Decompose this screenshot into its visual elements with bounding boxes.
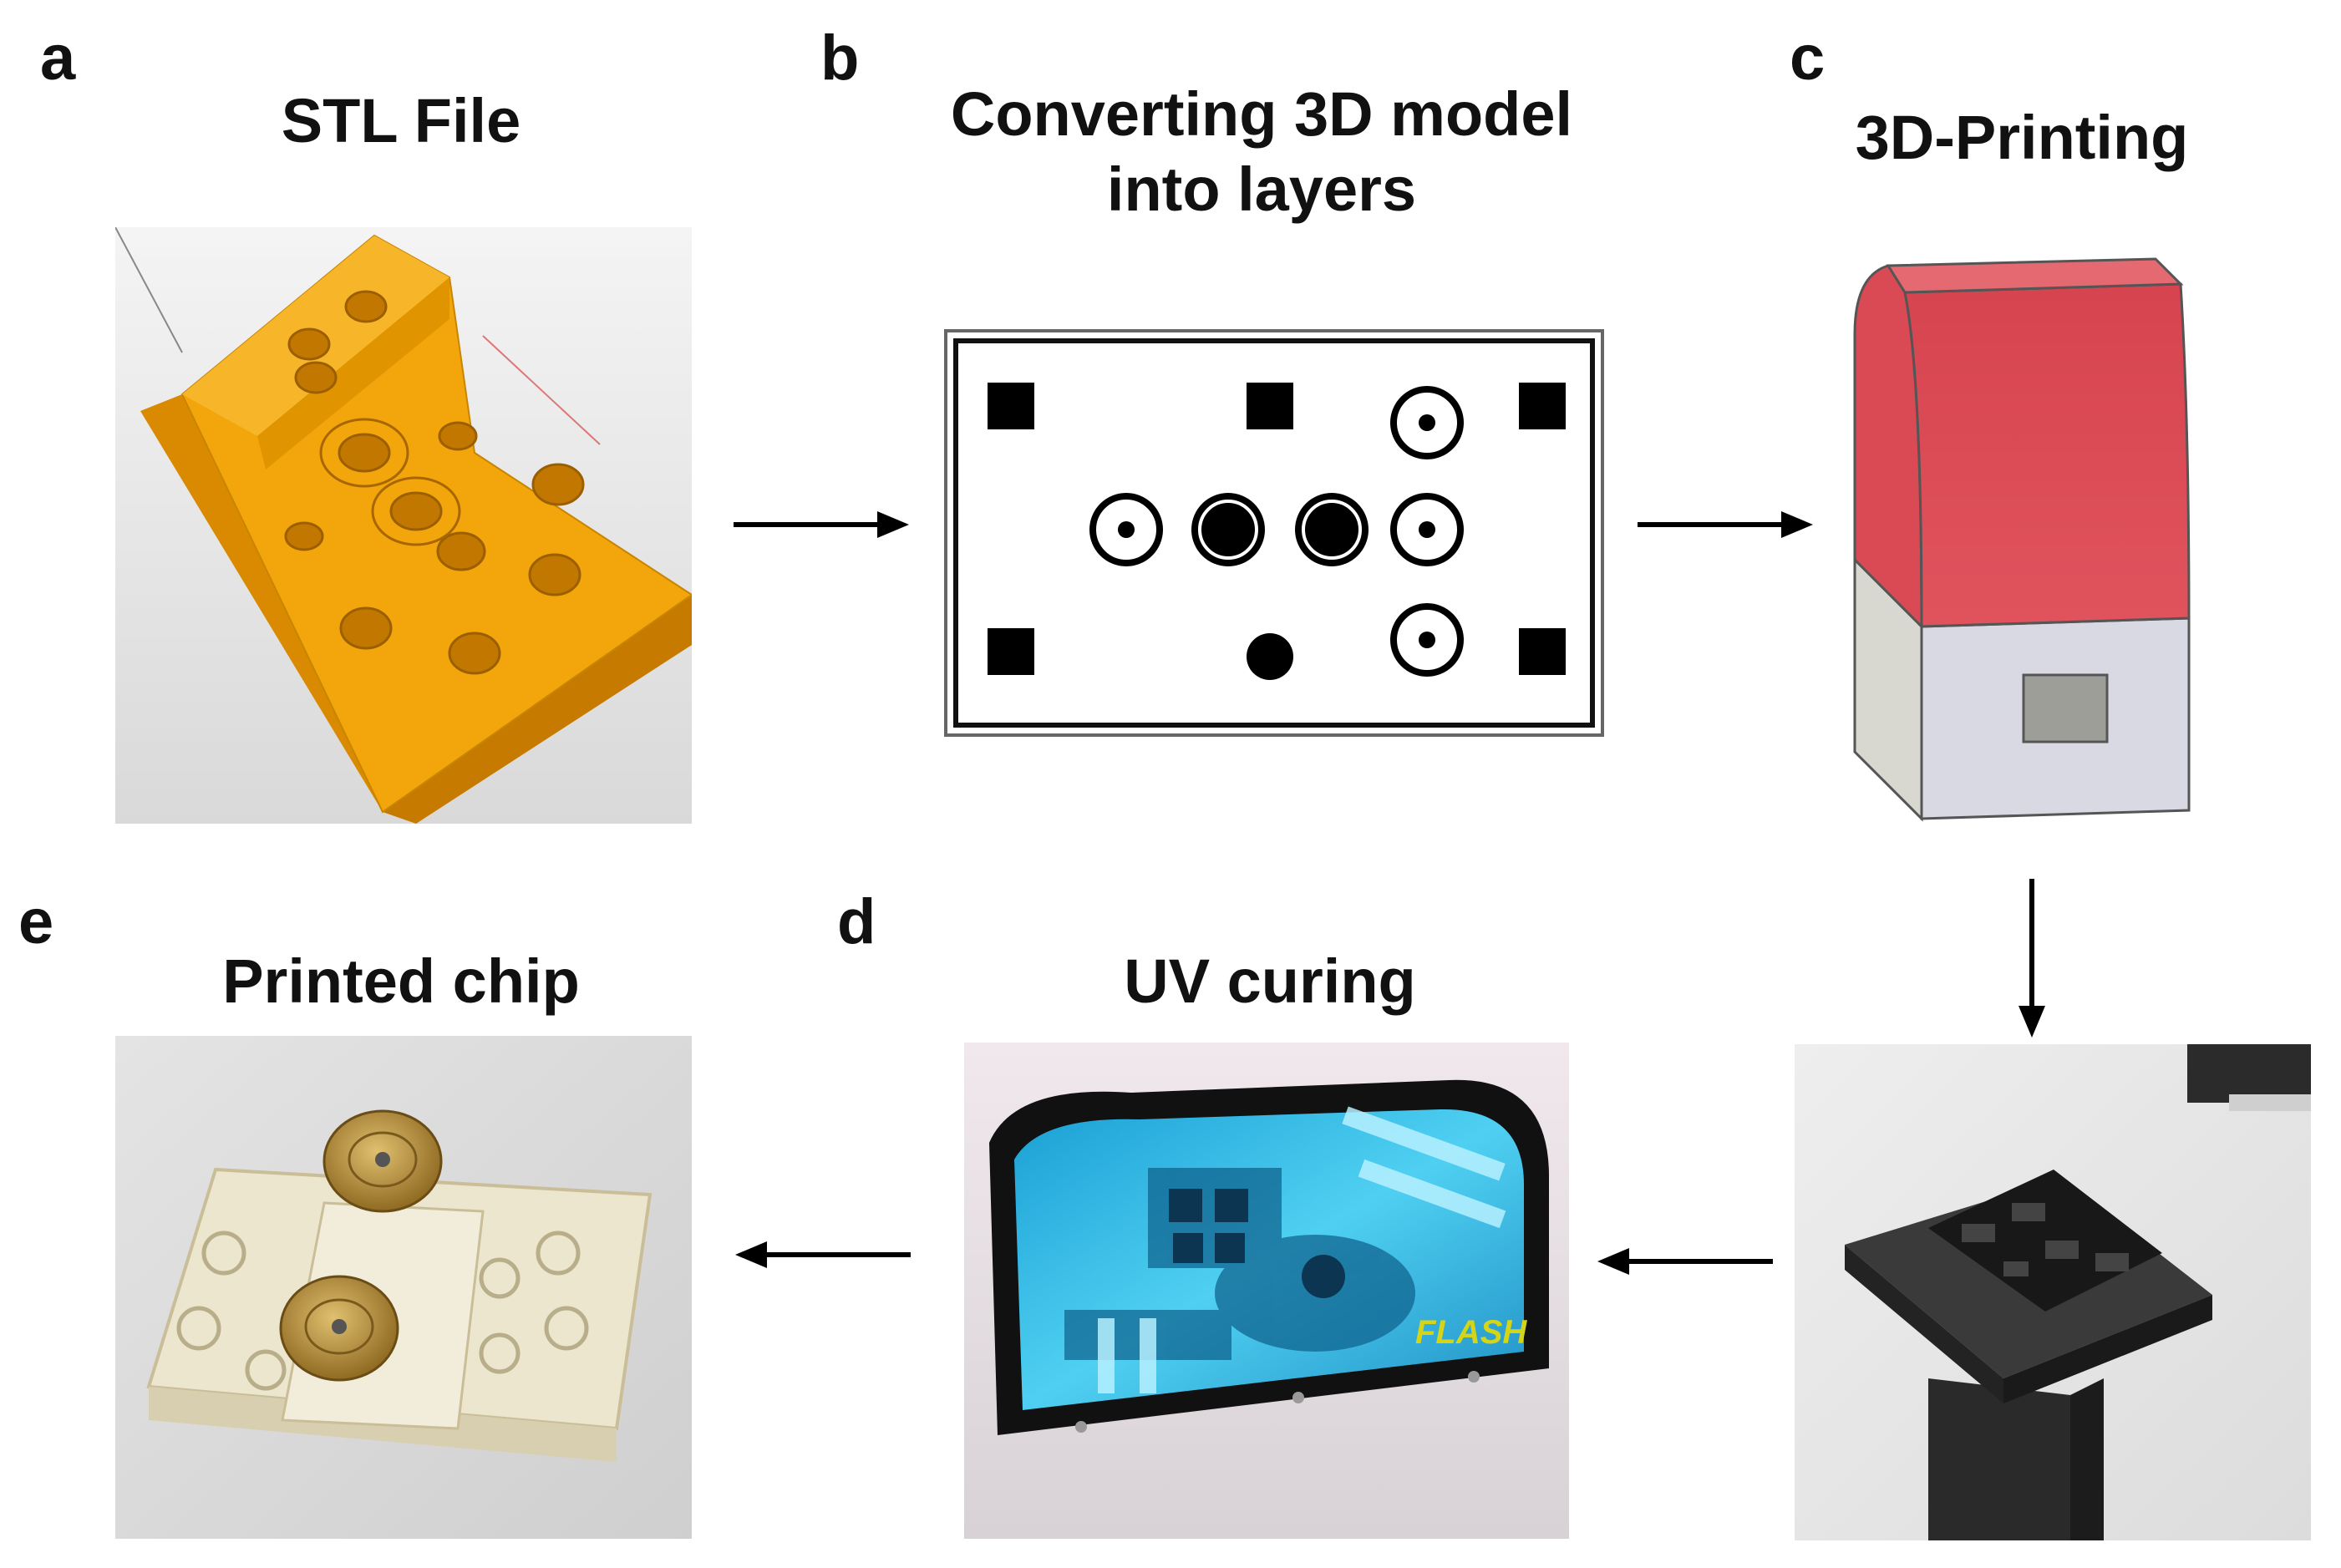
- title-converting-layers: Converting 3D model into layers: [869, 77, 1654, 228]
- alignment-square: [988, 383, 1034, 429]
- arrow-right-icon: [1638, 506, 1813, 543]
- title-printed-chip: Printed chip: [222, 946, 580, 1016]
- title-uv-curing: UV curing: [1124, 946, 1416, 1016]
- title-converting-line2: into layers: [1106, 155, 1417, 225]
- title-3d-printing: 3D-Printing: [1855, 103, 2189, 172]
- stl-model-image: [115, 227, 692, 824]
- uv-curing-photo: FLASH: [964, 1043, 1569, 1539]
- printed-chip-photo: [115, 1036, 692, 1539]
- layer-slice-diagram: [944, 329, 1604, 737]
- arrow-right-icon: [734, 506, 909, 543]
- 3d-printer-illustration: [1838, 251, 2206, 827]
- alignment-square: [1247, 383, 1293, 429]
- panel-letter-e: e: [18, 886, 54, 957]
- panel-letter-b: b: [820, 23, 860, 94]
- alignment-square: [988, 628, 1034, 675]
- printed-part-on-build-plate-photo: [1795, 1044, 2311, 1540]
- brass-fitting: [322, 1109, 443, 1213]
- alignment-square: [1519, 383, 1566, 429]
- arrow-down-icon: [2013, 879, 2050, 1038]
- panel-letter-d: d: [837, 886, 876, 957]
- panel-letter-a: a: [40, 23, 76, 94]
- arrow-left-icon: [735, 1236, 911, 1273]
- filled-port: [1247, 633, 1293, 680]
- title-converting-line1: Converting 3D model: [950, 79, 1573, 149]
- arrow-left-icon: [1597, 1243, 1773, 1280]
- title-stl-file: STL File: [281, 86, 521, 155]
- alignment-square: [1519, 628, 1566, 675]
- brass-fitting: [279, 1275, 399, 1382]
- flash-brand-label: FLASH: [1415, 1314, 1527, 1351]
- panel-letter-c: c: [1790, 23, 1826, 94]
